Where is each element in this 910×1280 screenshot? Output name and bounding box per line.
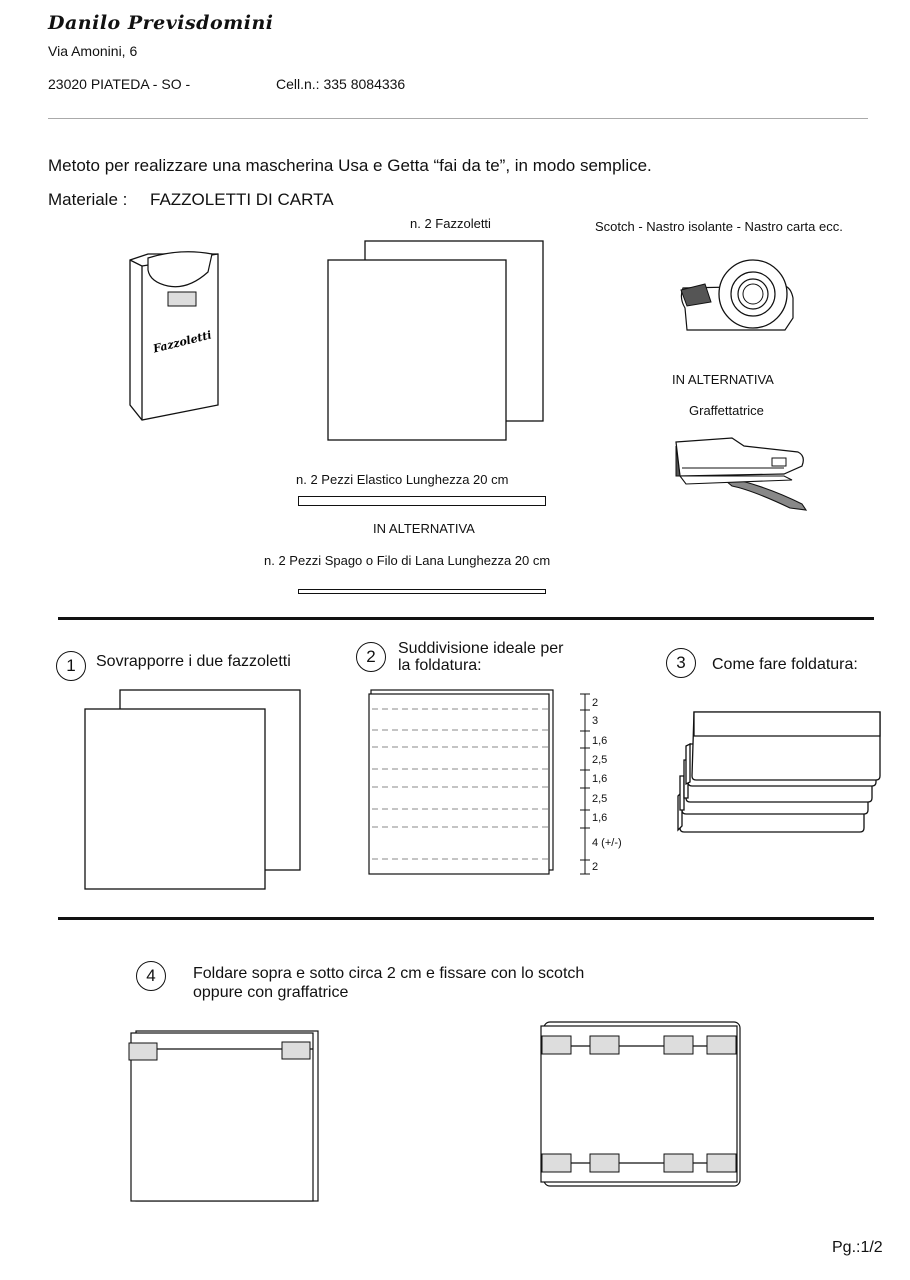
- measure-label: 2,5: [592, 754, 607, 766]
- tape-strip: [128, 1042, 158, 1061]
- step-1-text: Sovrapporre i due fazzoletti: [96, 653, 291, 670]
- measure-label: 2: [592, 697, 598, 709]
- tape-strip: [589, 1153, 620, 1173]
- step-1-number: 1: [56, 651, 86, 681]
- stapler-illustration: [675, 437, 808, 511]
- tape-strip: [706, 1035, 737, 1055]
- step-2-number: 2: [356, 642, 386, 672]
- tissues-label: n. 2 Fazzoletti: [410, 216, 491, 231]
- tape-strip: [663, 1035, 694, 1055]
- tissue-box-illustration: Fazzoletti: [129, 251, 219, 421]
- page-number: Pg.:1/2: [832, 1239, 883, 1256]
- tape-label: Scotch - Nastro isolante - Nastro carta …: [595, 219, 843, 234]
- measure-label: 2: [592, 861, 598, 873]
- alternative-label-2: IN ALTERNATIVA: [373, 521, 475, 536]
- tape-strip: [541, 1153, 572, 1173]
- step-2-text-line-1: Suddivisione ideale per: [398, 640, 564, 657]
- measure-label: 1,6: [592, 735, 607, 747]
- step-1-illustration: [84, 689, 301, 890]
- step-2-text: Suddivisione ideale per la foldatura:: [398, 640, 563, 674]
- step-3-number: 3: [666, 648, 696, 678]
- tape-strip: [589, 1035, 620, 1055]
- step-4-text-line-2: oppure con graffatrice: [193, 984, 349, 1001]
- alternative-label-1: IN ALTERNATIVA: [672, 372, 774, 387]
- tape-strip: [541, 1035, 572, 1055]
- elastic-illustration: [298, 496, 546, 506]
- city-line: 23020 PIATEDA - SO -: [48, 76, 191, 92]
- section-divider-1: [58, 617, 874, 620]
- document-title: Metoto per realizzare una mascherina Usa…: [48, 156, 652, 175]
- stapler-label: Graffettatrice: [689, 403, 764, 418]
- measure-label: 4 (+/-): [592, 837, 622, 849]
- author-name: Danilo Previsdomini: [48, 12, 274, 34]
- phone-line: Cell.n.: 335 8084336: [276, 76, 406, 92]
- elastic-label: n. 2 Pezzi Elastico Lunghezza 20 cm: [296, 472, 509, 487]
- materials-label: Materiale :: [48, 190, 128, 209]
- tape-strip: [281, 1041, 311, 1060]
- step-2-text-line-2: la foldatura:: [398, 657, 482, 674]
- step-4-number: 4: [136, 961, 166, 991]
- step-4-top-bottom-taped-illustration: [540, 1021, 741, 1187]
- measure-label: 2,5: [592, 793, 607, 805]
- fold-measure-scale: 2 3 1,6 2,5 1,6 2,5 1,6 4 (+/-) 2: [580, 693, 622, 875]
- tape-dispenser-illustration: [680, 259, 794, 331]
- materials-value: FAZZOLETTI DI CARTA: [150, 190, 334, 209]
- fold-division-diagram: [368, 689, 554, 875]
- measure-label: 1,6: [592, 812, 607, 824]
- measure-label: 1,6: [592, 773, 607, 785]
- accordion-fold-illustration: [677, 711, 881, 833]
- step-4-top-taped-illustration: [128, 1030, 319, 1202]
- header-divider: [48, 118, 868, 119]
- tape-strip: [706, 1153, 737, 1173]
- address-line: Via Amonini, 6: [48, 43, 138, 59]
- two-tissues-illustration: [327, 240, 544, 441]
- section-divider-2: [58, 917, 874, 920]
- step-3-text: Come fare foldatura:: [712, 656, 858, 673]
- string-label: n. 2 Pezzi Spago o Filo di Lana Lunghezz…: [264, 553, 551, 568]
- step-4-text: Foldare sopra e sotto circa 2 cm e fissa…: [193, 964, 584, 1002]
- string-illustration: [298, 589, 546, 594]
- step-4-text-line-1: Foldare sopra e sotto circa 2 cm e fissa…: [193, 965, 585, 982]
- measure-label: 3: [592, 715, 598, 727]
- tape-strip: [663, 1153, 694, 1173]
